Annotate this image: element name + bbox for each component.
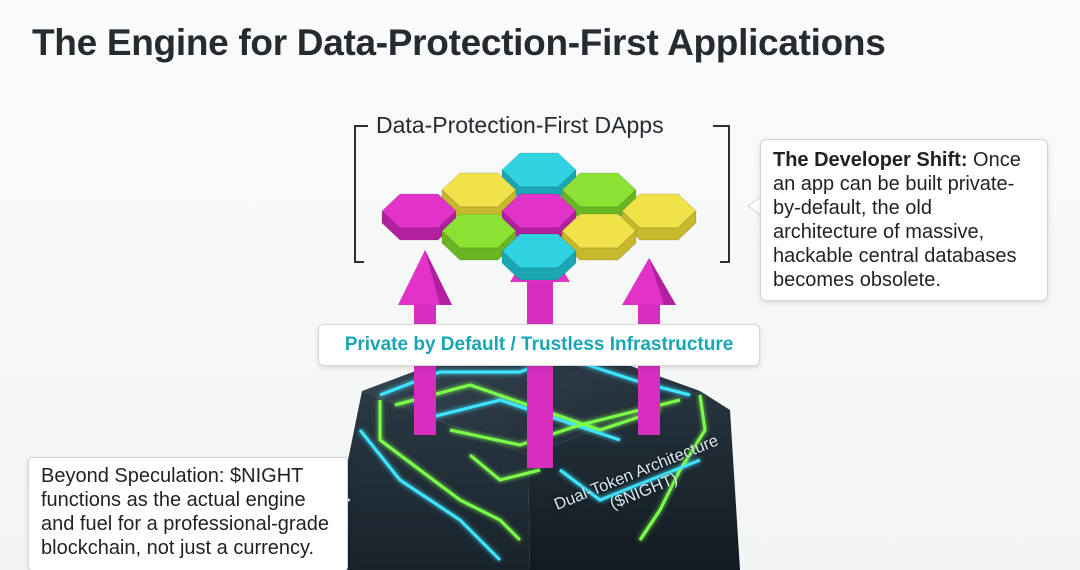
- infrastructure-pill-label: Private by Default / Trustless Infrastru…: [344, 334, 734, 355]
- beyond-speculation-callout: Beyond Speculation: $NIGHT functions as …: [28, 457, 348, 570]
- hex-cyan-bottom: [501, 233, 577, 281]
- dapps-heading: Data-Protection-First DApps: [376, 112, 664, 138]
- hex-yellow-right: [621, 193, 697, 241]
- hex-magenta-left: [381, 193, 457, 241]
- developer-shift-lead: The Developer Shift:: [773, 149, 968, 171]
- developer-shift-callout: The Developer Shift: Once an app can be …: [760, 139, 1048, 301]
- dapps-bracket: [354, 125, 730, 263]
- developer-shift-body: Once an app can be built private-by-defa…: [773, 149, 1021, 291]
- dapp-hexagons: [381, 152, 697, 281]
- hex-green-left: [441, 213, 517, 261]
- page-title: The Engine for Data-Protection-First App…: [32, 22, 886, 63]
- infrastructure-pill: Private by Default / Trustless Infrastru…: [318, 324, 760, 366]
